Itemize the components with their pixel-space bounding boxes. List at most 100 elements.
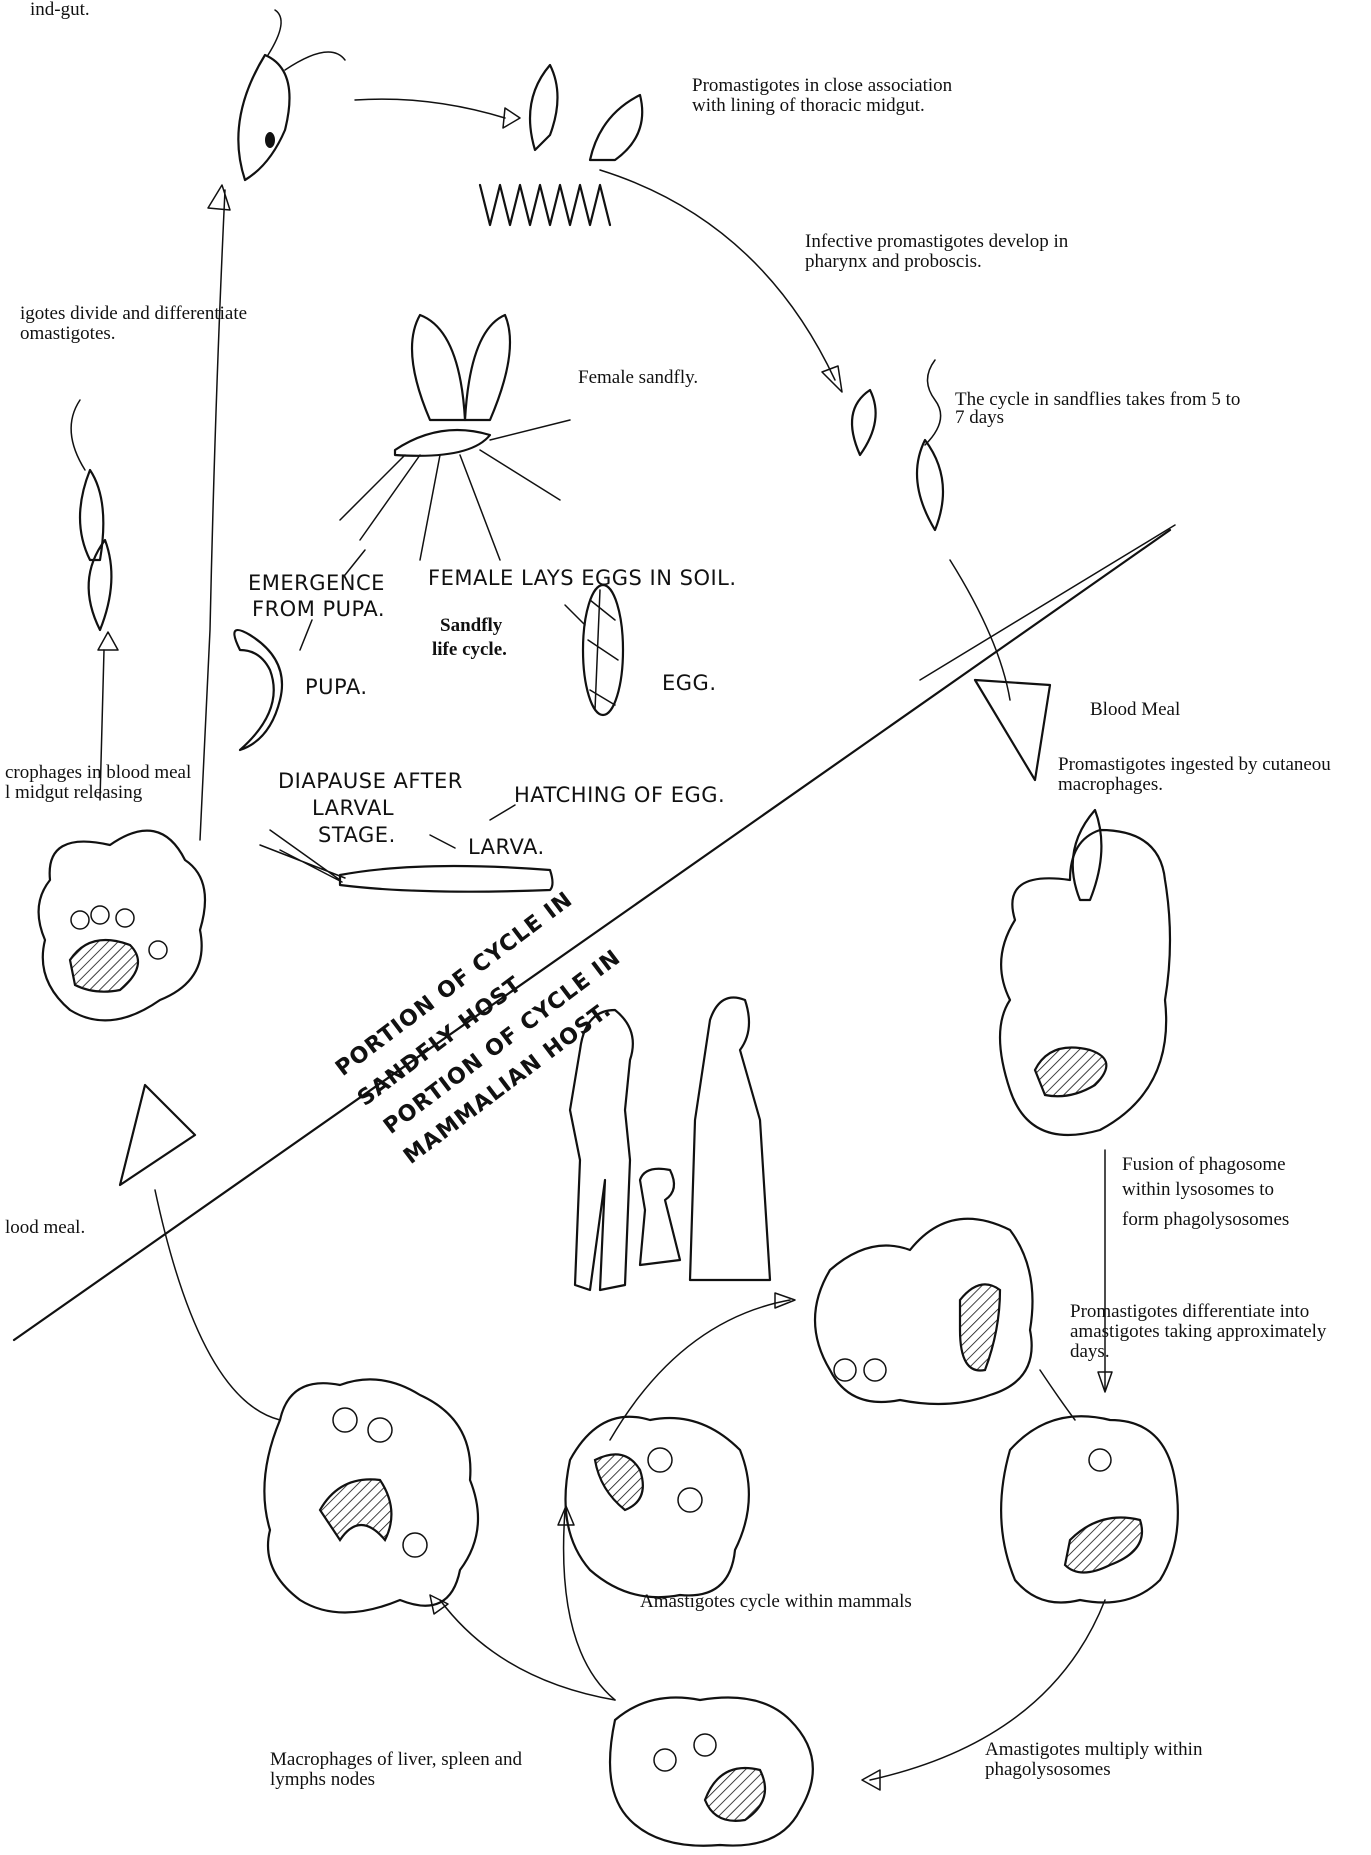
label-pupa: PUPA. <box>305 674 368 701</box>
promastigote-nucleus <box>265 132 275 148</box>
macrophage-bloodmeal <box>39 831 205 1021</box>
label-larval: LARVAL <box>312 795 394 822</box>
mammal-cycle-arc-5 <box>610 1300 790 1440</box>
amastigote-multiply-2 <box>694 1734 716 1756</box>
promastigote-pharynx-1 <box>852 390 876 455</box>
macrophage-phagolysosome <box>1001 1416 1178 1602</box>
label-blood-meal-right: Blood Meal <box>1090 700 1180 720</box>
macrophage-multiply-nucleus <box>705 1768 765 1821</box>
label-differentiate: Promastigotes differentiate into <box>1070 1302 1309 1322</box>
label-female-sandfly: Female sandfly. <box>578 368 698 388</box>
amastigote-center-2 <box>678 1488 702 1512</box>
label-fusion-3: form phagolysosomes <box>1122 1210 1289 1230</box>
arrowhead-left-up <box>208 185 230 210</box>
promastigote-ingested <box>1073 810 1102 900</box>
label-ingested-2: macrophages. <box>1058 775 1163 795</box>
label-multiply-2: phagolysosomes <box>985 1760 1111 1780</box>
promastigote-flagellum-1 <box>268 10 281 55</box>
cycle-arrow-top <box>355 99 505 118</box>
adult-male <box>570 1010 633 1290</box>
arrowhead-left-mid <box>98 632 118 650</box>
amastigote-1 <box>71 911 89 929</box>
amastigote-releasing-1 <box>834 1359 856 1381</box>
label-emergence-2: FROM PUPA. <box>252 596 385 623</box>
cycle-arrow-right-1 <box>600 170 835 380</box>
mammal-cycle-arc-3 <box>440 1600 615 1700</box>
label-fusion: Fusion of phagosome <box>1122 1155 1286 1175</box>
label-divide: igotes divide and differentiate <box>20 304 247 324</box>
midgut-lining <box>480 185 610 225</box>
macrophage-phagolysosome-nucleus <box>1065 1518 1142 1573</box>
promastigote-midgut-2 <box>590 95 642 160</box>
arrow-stage <box>430 835 455 848</box>
amastigote-liver-1 <box>333 1408 357 1432</box>
promastigote-top-left <box>238 55 289 180</box>
sandfly-legs <box>340 420 570 560</box>
pharynx-flagellum <box>925 360 941 445</box>
promastigote-pharynx-2 <box>917 440 943 530</box>
left-flagellum <box>71 400 85 470</box>
macrophage-releasing-nucleus <box>960 1284 1000 1370</box>
macrophage-infected-center <box>566 1417 749 1597</box>
amastigote-center-1 <box>648 1448 672 1472</box>
amastigote-3 <box>116 909 134 927</box>
host-divider-line <box>14 530 1170 1340</box>
label-infective: Infective promastigotes develop in <box>805 232 1068 252</box>
label-promastigotes-close-2: with lining of thoracic midgut. <box>692 96 925 116</box>
arrow-eggs <box>565 605 585 625</box>
sandfly-wing-right <box>465 315 510 420</box>
label-macrophages-liver: Macrophages of liver, spleen and <box>270 1750 522 1770</box>
sandfly-body <box>395 430 490 456</box>
amastigote-liver-3 <box>403 1533 427 1557</box>
promastigote-midgut-1 <box>530 65 558 150</box>
label-fusion-2: within lysosomes to <box>1122 1180 1274 1200</box>
sandfly-pupa <box>234 630 282 750</box>
macrophage-bloodmeal-nucleus <box>70 940 138 992</box>
amastigote-phago <box>1089 1449 1111 1471</box>
macrophage-multiply <box>610 1698 813 1846</box>
label-amastigotes-cycle: Amastigotes cycle within mammals <box>640 1592 912 1612</box>
amastigote-liver-2 <box>368 1418 392 1442</box>
label-egg: EGG. <box>662 670 717 697</box>
label-stage: STAGE. <box>318 822 396 849</box>
sandfly-wing-left <box>412 315 465 420</box>
blood-meal-triangle-right <box>975 680 1050 780</box>
blood-meal-triangle-left <box>120 1085 195 1185</box>
label-macrophages-liver-2: lymphs nodes <box>270 1770 375 1790</box>
label-multiply: Amastigotes multiply within <box>985 1740 1202 1760</box>
label-differentiate-2: amastigotes taking approximately <box>1070 1322 1326 1342</box>
label-sandfly-life: Sandfly <box>440 616 502 636</box>
macrophage-liver-nucleus <box>320 1479 391 1540</box>
adult-female <box>690 998 770 1281</box>
label-macrophages-left: crophages in blood meal <box>5 763 191 783</box>
arrow-pupa <box>300 620 312 650</box>
label-infective-2: pharynx and proboscis. <box>805 252 982 272</box>
amastigote-multiply-1 <box>654 1749 676 1771</box>
label-emergence: EMERGENCE <box>248 570 385 597</box>
amastigote-releasing-2 <box>864 1359 886 1381</box>
label-macrophages-left-2: l midgut releasing <box>5 783 142 803</box>
label-diapause: DIAPAUSE AFTER <box>278 768 463 795</box>
amastigote-4 <box>149 941 167 959</box>
label-promastigotes-close: Promastigotes in close association <box>692 76 952 96</box>
label-differentiate-3: days. <box>1070 1342 1110 1362</box>
macrophage-cutaneous-nucleus <box>1035 1048 1106 1097</box>
label-hatching: HATCHING OF EGG. <box>514 782 725 809</box>
host-divider-line-upper <box>920 525 1175 680</box>
mammal-cycle-arc-6 <box>1040 1370 1075 1420</box>
arrow-hatching <box>490 805 515 820</box>
label-ingested: Promastigotes ingested by cutaneou <box>1058 755 1331 775</box>
amastigote-2 <box>91 906 109 924</box>
label-hind-gut: ind-gut. <box>30 0 90 20</box>
label-cycle-days-2: 7 days <box>955 408 1004 428</box>
label-divide-2: omastigotes. <box>20 324 116 344</box>
promastigote-flagellum-2 <box>285 52 345 70</box>
child <box>640 1169 680 1265</box>
label-sandfly-life-2: life cycle. <box>432 640 507 660</box>
sandfly-larva <box>340 866 553 892</box>
macrophage-center-nucleus <box>595 1454 643 1510</box>
label-blood-meal-left: lood meal. <box>5 1218 85 1238</box>
cycle-arrow-left-up <box>200 190 225 840</box>
